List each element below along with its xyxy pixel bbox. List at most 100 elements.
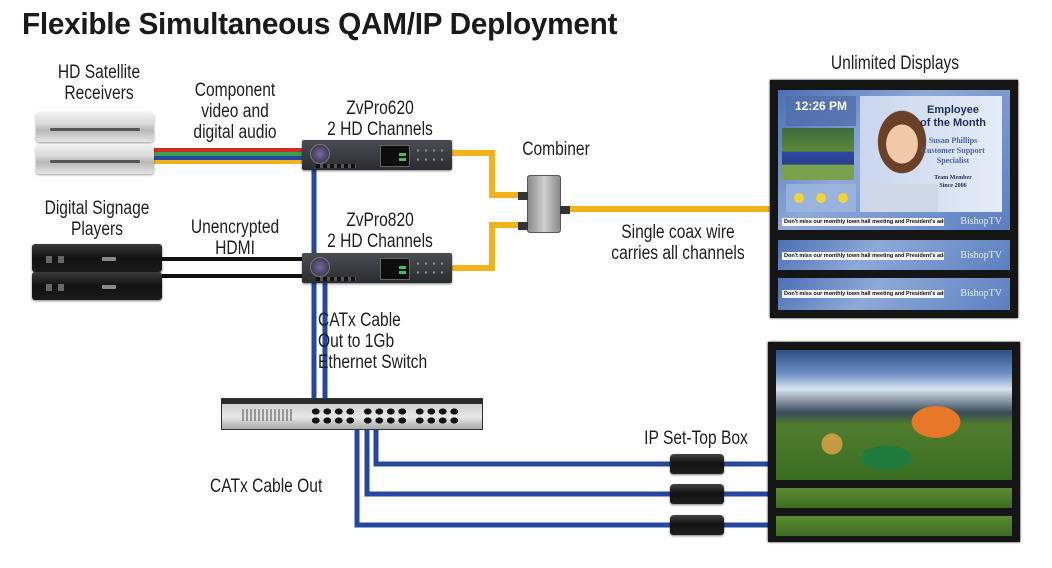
label-line: Ethernet Switch: [318, 352, 428, 373]
sun-icon: [794, 193, 804, 203]
soccer-screen-copy-3: [776, 516, 1012, 536]
disc-slot: [50, 128, 140, 131]
label-line: ZvPro620: [346, 98, 414, 119]
signage-screen-copy-2: Don't miss our monthly town hall meeting…: [778, 240, 1010, 270]
encoder-knob: [310, 257, 330, 277]
catx-out-label: CATx Cable Out: [210, 476, 323, 497]
component-cables: [150, 148, 305, 164]
label-line: carries all channels: [611, 243, 745, 264]
signage-players-label: Digital Signage Players: [36, 198, 159, 240]
zvpro620-label: ZvPro620 2 HD Channels: [314, 98, 445, 140]
player-port: [58, 256, 64, 263]
signage-screen-copy-3: Don't miss our monthly town hall meeting…: [778, 278, 1010, 310]
label-line: Digital Signage: [44, 198, 150, 219]
sun-icon: [816, 193, 826, 203]
sun-icon: [838, 193, 848, 203]
label-line: Players: [71, 219, 123, 240]
coax-label: Single coax wire carries all channels: [604, 222, 752, 264]
employee-name: Susan Phillips Customer Support Speciali…: [910, 136, 996, 166]
ethernet-switch: [221, 398, 483, 430]
label-line: video and: [201, 101, 269, 122]
hdmi-label: Unencrypted HDMI: [182, 217, 289, 259]
component-label: Component video and digital audio: [174, 80, 297, 143]
page-title: Flexible Simultaneous QAM/IP Deployment: [22, 6, 618, 41]
headline-line: Employee: [927, 104, 979, 116]
encoder-buttons: [414, 259, 446, 277]
satellite-receivers-label: HD Satellite Receivers: [47, 62, 150, 104]
satellite-receiver-1: [36, 112, 154, 142]
combiner-device: [518, 175, 570, 233]
label-line: HDMI: [215, 238, 255, 259]
coax-cable-820: [450, 222, 527, 271]
label-line: HD Satellite: [57, 62, 141, 83]
combiner-port: [560, 206, 570, 214]
combiner-port: [518, 222, 528, 230]
employee-card: Employee of the Month Susan Phillips Cus…: [860, 96, 1002, 212]
player-port: [46, 284, 52, 291]
label-line: digital audio: [193, 122, 277, 143]
stb-label: IP Set-Top Box: [644, 428, 748, 449]
signage-ticker: Don't miss our monthly town hall meeting…: [782, 218, 944, 226]
label-line: Receivers: [64, 83, 134, 104]
name-line: Specialist: [936, 156, 970, 165]
signage-screen: 12:26 PM Employee of the Month Susan Phi…: [778, 90, 1010, 230]
encoder-screen: [380, 258, 410, 280]
unlimited-displays-label: Unlimited Displays: [830, 53, 960, 74]
player-port: [58, 284, 64, 291]
encoder-vents: [316, 277, 356, 281]
label-line: Out to 1Gb: [318, 331, 395, 352]
zvpro820-label: ZvPro820 2 HD Channels: [314, 210, 445, 252]
ethernet-out-2: [364, 418, 770, 497]
soccer-screen: [776, 350, 1012, 480]
headline-line: of the Month: [920, 117, 986, 129]
encoder-buttons: [414, 146, 446, 164]
employee-headline: Employee of the Month: [910, 104, 996, 130]
employee-photo: [866, 100, 938, 212]
switch-port-bank: [310, 407, 356, 425]
signage-display: 12:26 PM Employee of the Month Susan Phi…: [770, 80, 1018, 318]
signage-brand: BishopTV: [960, 216, 1002, 227]
label-line: 2 HD Channels: [327, 231, 433, 252]
switch-port-bank: [414, 407, 460, 425]
signage-player-1: [32, 244, 162, 272]
switch-leds: [242, 409, 292, 421]
signage-soccer-photo: [782, 128, 854, 180]
combiner-label: Combiner: [522, 139, 590, 160]
ip-set-top-box-1: [670, 454, 724, 474]
signage-player-2: [32, 272, 162, 300]
label-line: Single coax wire: [621, 222, 735, 243]
player-port: [46, 256, 52, 263]
label-line: CATx Cable: [318, 310, 401, 331]
signage-brand: BishopTV: [960, 288, 1002, 299]
name-line: Customer Support: [921, 146, 985, 155]
encoder-knob: [310, 144, 330, 164]
signage-clock: 12:26 PM: [786, 96, 856, 126]
signage-ticker: Don't miss our monthly town hall meeting…: [782, 290, 944, 298]
since-line: Since 2006: [939, 183, 967, 189]
ip-set-top-box-3: [670, 515, 724, 535]
label-line: Unencrypted: [190, 217, 280, 238]
signage-weather: [786, 184, 856, 212]
combiner-port: [518, 192, 528, 200]
zvpro820-encoder: [302, 253, 452, 283]
name-line: Susan Phillips: [928, 136, 978, 145]
ip-display: [768, 342, 1020, 542]
catx-switch-label: CATx Cable Out to 1Gb Ethernet Switch: [318, 310, 449, 373]
ethernet-out-1: [373, 418, 770, 467]
encoder-vents: [316, 164, 356, 168]
label-line: ZvPro820: [346, 210, 414, 231]
label-line: Component: [194, 80, 276, 101]
ip-set-top-box-2: [670, 484, 724, 504]
signage-brand: BishopTV: [960, 250, 1002, 261]
hdmi-port: [102, 257, 116, 261]
signage-ticker: Don't miss our monthly town hall meeting…: [782, 252, 944, 260]
coax-cable-620: [450, 150, 527, 198]
ethernet-out-3: [354, 418, 770, 528]
employee-since: Team Member Since 2006: [910, 174, 996, 190]
zvpro620-encoder: [302, 140, 452, 170]
disc-slot: [50, 160, 140, 163]
soccer-screen-copy-2: [776, 488, 1012, 508]
hdmi-port: [102, 285, 116, 289]
since-line: Team Member: [934, 175, 972, 181]
